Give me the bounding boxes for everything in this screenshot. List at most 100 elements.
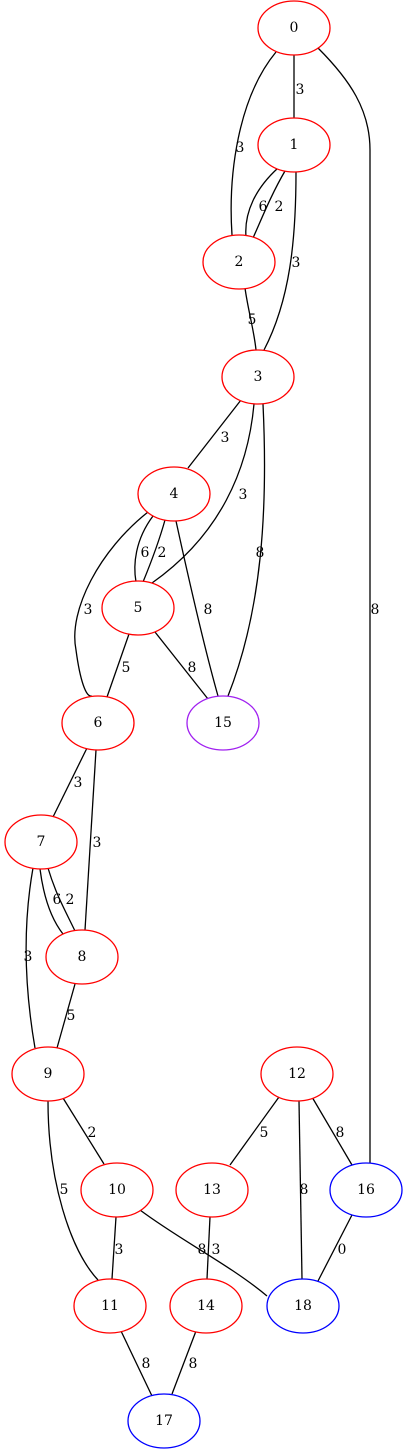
edge-line — [317, 47, 371, 1163]
edge-line — [227, 403, 266, 697]
edge-weight-label: 3 — [236, 140, 245, 156]
edge-line — [171, 1330, 197, 1395]
edge-weight-label: 5 — [60, 1182, 69, 1198]
edge-line — [263, 171, 297, 351]
node-12: 12 — [260, 1046, 334, 1102]
edge-line — [154, 631, 209, 700]
edge-9-10: 2 — [62, 1097, 105, 1165]
edge-weight-label: 3 — [115, 1242, 124, 1258]
edge-line — [52, 747, 88, 818]
node-8: 8 — [45, 929, 119, 985]
edge-3-15: 8 — [227, 403, 266, 697]
node-ellipse — [186, 695, 260, 751]
node-label: 6 — [94, 715, 103, 731]
edge-10-18: 8 — [139, 1209, 268, 1297]
edge-weight-label: 5 — [260, 1125, 269, 1141]
edge-3-5: 3 — [151, 403, 255, 584]
node-label: 11 — [101, 1298, 119, 1314]
edge-line — [25, 867, 36, 1049]
node-2: 2 — [202, 234, 276, 290]
node-label: 17 — [155, 1413, 173, 1429]
edge-10-11: 3 — [111, 1216, 124, 1280]
edge-2-3: 5 — [244, 287, 257, 351]
edge-12-16: 8 — [311, 1096, 353, 1166]
node-label: 8 — [78, 949, 87, 965]
edge-4-5: 2 — [142, 519, 166, 583]
node-label: 4 — [170, 486, 179, 502]
edge-line — [311, 1096, 353, 1166]
node-label: 3 — [254, 369, 263, 385]
node-label: 0 — [290, 20, 299, 36]
node-label: 1 — [290, 137, 299, 153]
edge-line — [187, 399, 242, 469]
edge-weight-label: 5 — [248, 312, 257, 328]
edge-16-18: 0 — [317, 1212, 354, 1282]
node-18: 18 — [266, 1278, 340, 1334]
node-label: 12 — [288, 1066, 306, 1082]
node-label: 9 — [44, 1066, 53, 1082]
edge-0-2: 3 — [230, 51, 277, 236]
node-ellipse — [221, 349, 295, 405]
edge-weight-label: 8 — [371, 602, 380, 618]
edge-1-3: 3 — [263, 171, 301, 351]
edge-weight-label: 8 — [189, 1356, 198, 1372]
node-ellipse — [137, 466, 211, 522]
edge-line — [175, 520, 219, 697]
node-ellipse — [257, 117, 331, 173]
edge-3-4: 3 — [187, 399, 242, 469]
edge-line — [56, 983, 76, 1049]
edge-line — [244, 287, 257, 351]
edge-weight-label: 0 — [338, 1242, 347, 1258]
edge-line — [120, 1330, 153, 1397]
edge-weight-label: 3 — [296, 82, 305, 98]
edge-line — [252, 170, 286, 239]
node-ellipse — [175, 1162, 249, 1218]
node-9: 9 — [11, 1046, 85, 1102]
edge-0-16: 8 — [317, 47, 380, 1163]
node-ellipse — [260, 1046, 334, 1102]
edge-weight-label: 3 — [221, 430, 230, 446]
node-11: 11 — [73, 1278, 147, 1334]
node-ellipse — [127, 1393, 201, 1449]
edge-weight-label: 6 — [53, 892, 62, 908]
edge-line — [298, 1100, 303, 1280]
edge-6-7: 3 — [52, 747, 88, 818]
edge-weight-label: 8 — [188, 660, 197, 676]
edge-weight-label: 8 — [300, 1182, 309, 1198]
edge-8-9: 5 — [56, 983, 76, 1049]
edge-line — [151, 403, 255, 584]
node-label: 7 — [37, 834, 46, 850]
edge-line — [106, 633, 130, 698]
edge-weight-label: 8 — [198, 1242, 207, 1258]
node-label: 16 — [357, 1182, 375, 1198]
node-label: 18 — [294, 1298, 312, 1314]
edge-weight-label: 5 — [122, 660, 131, 676]
node-ellipse — [257, 0, 331, 56]
edge-line — [317, 1212, 354, 1282]
edge-4-5: 6 — [134, 515, 154, 583]
node-label: 10 — [108, 1182, 126, 1198]
node-1: 1 — [257, 117, 331, 173]
edge-weight-label: 3 — [292, 255, 301, 271]
node-label: 13 — [203, 1182, 221, 1198]
node-ellipse — [202, 234, 276, 290]
node-ellipse — [80, 1162, 154, 1218]
edge-weight-label: 3 — [74, 775, 83, 791]
edge-weight-label: 8 — [204, 602, 213, 618]
edge-0-1: 3 — [293, 55, 305, 118]
node-13: 13 — [175, 1162, 249, 1218]
edge-weight-label: 3 — [212, 1242, 221, 1258]
node-6: 6 — [61, 695, 135, 751]
edge-weight-label: 3 — [93, 835, 102, 851]
node-5: 5 — [101, 580, 175, 636]
edge-9-11: 5 — [47, 1100, 99, 1281]
edge-weight-label: 6 — [141, 545, 150, 561]
edge-weight-label: 8 — [336, 1125, 345, 1141]
edge-weight-label: 8 — [256, 545, 265, 561]
edge-weight-label: 5 — [67, 1008, 76, 1024]
edge-4-6: 3 — [74, 511, 149, 697]
edge-line — [84, 749, 97, 931]
edge-1-2: 6 — [245, 167, 279, 238]
edge-14-17: 8 — [171, 1330, 198, 1395]
